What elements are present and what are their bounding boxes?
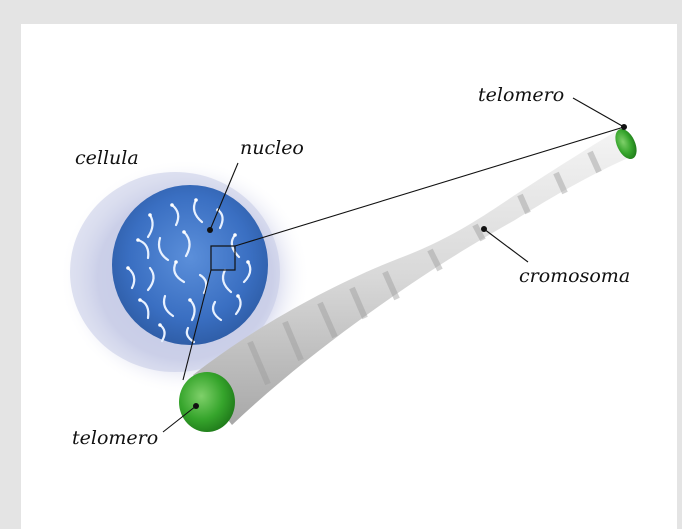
- telomere-top-leader: [573, 98, 624, 127]
- label-telomere-bottom: telomero: [72, 429, 158, 448]
- label-cell: cellula: [75, 149, 139, 168]
- label-chromosome: cromosoma: [519, 267, 630, 286]
- label-telomere-top: telomero: [478, 86, 564, 105]
- telomere-bottom-cap: [179, 372, 235, 432]
- chromosome-leader: [484, 229, 528, 262]
- nucleus: [112, 185, 268, 345]
- label-nucleus: nucleo: [240, 139, 304, 158]
